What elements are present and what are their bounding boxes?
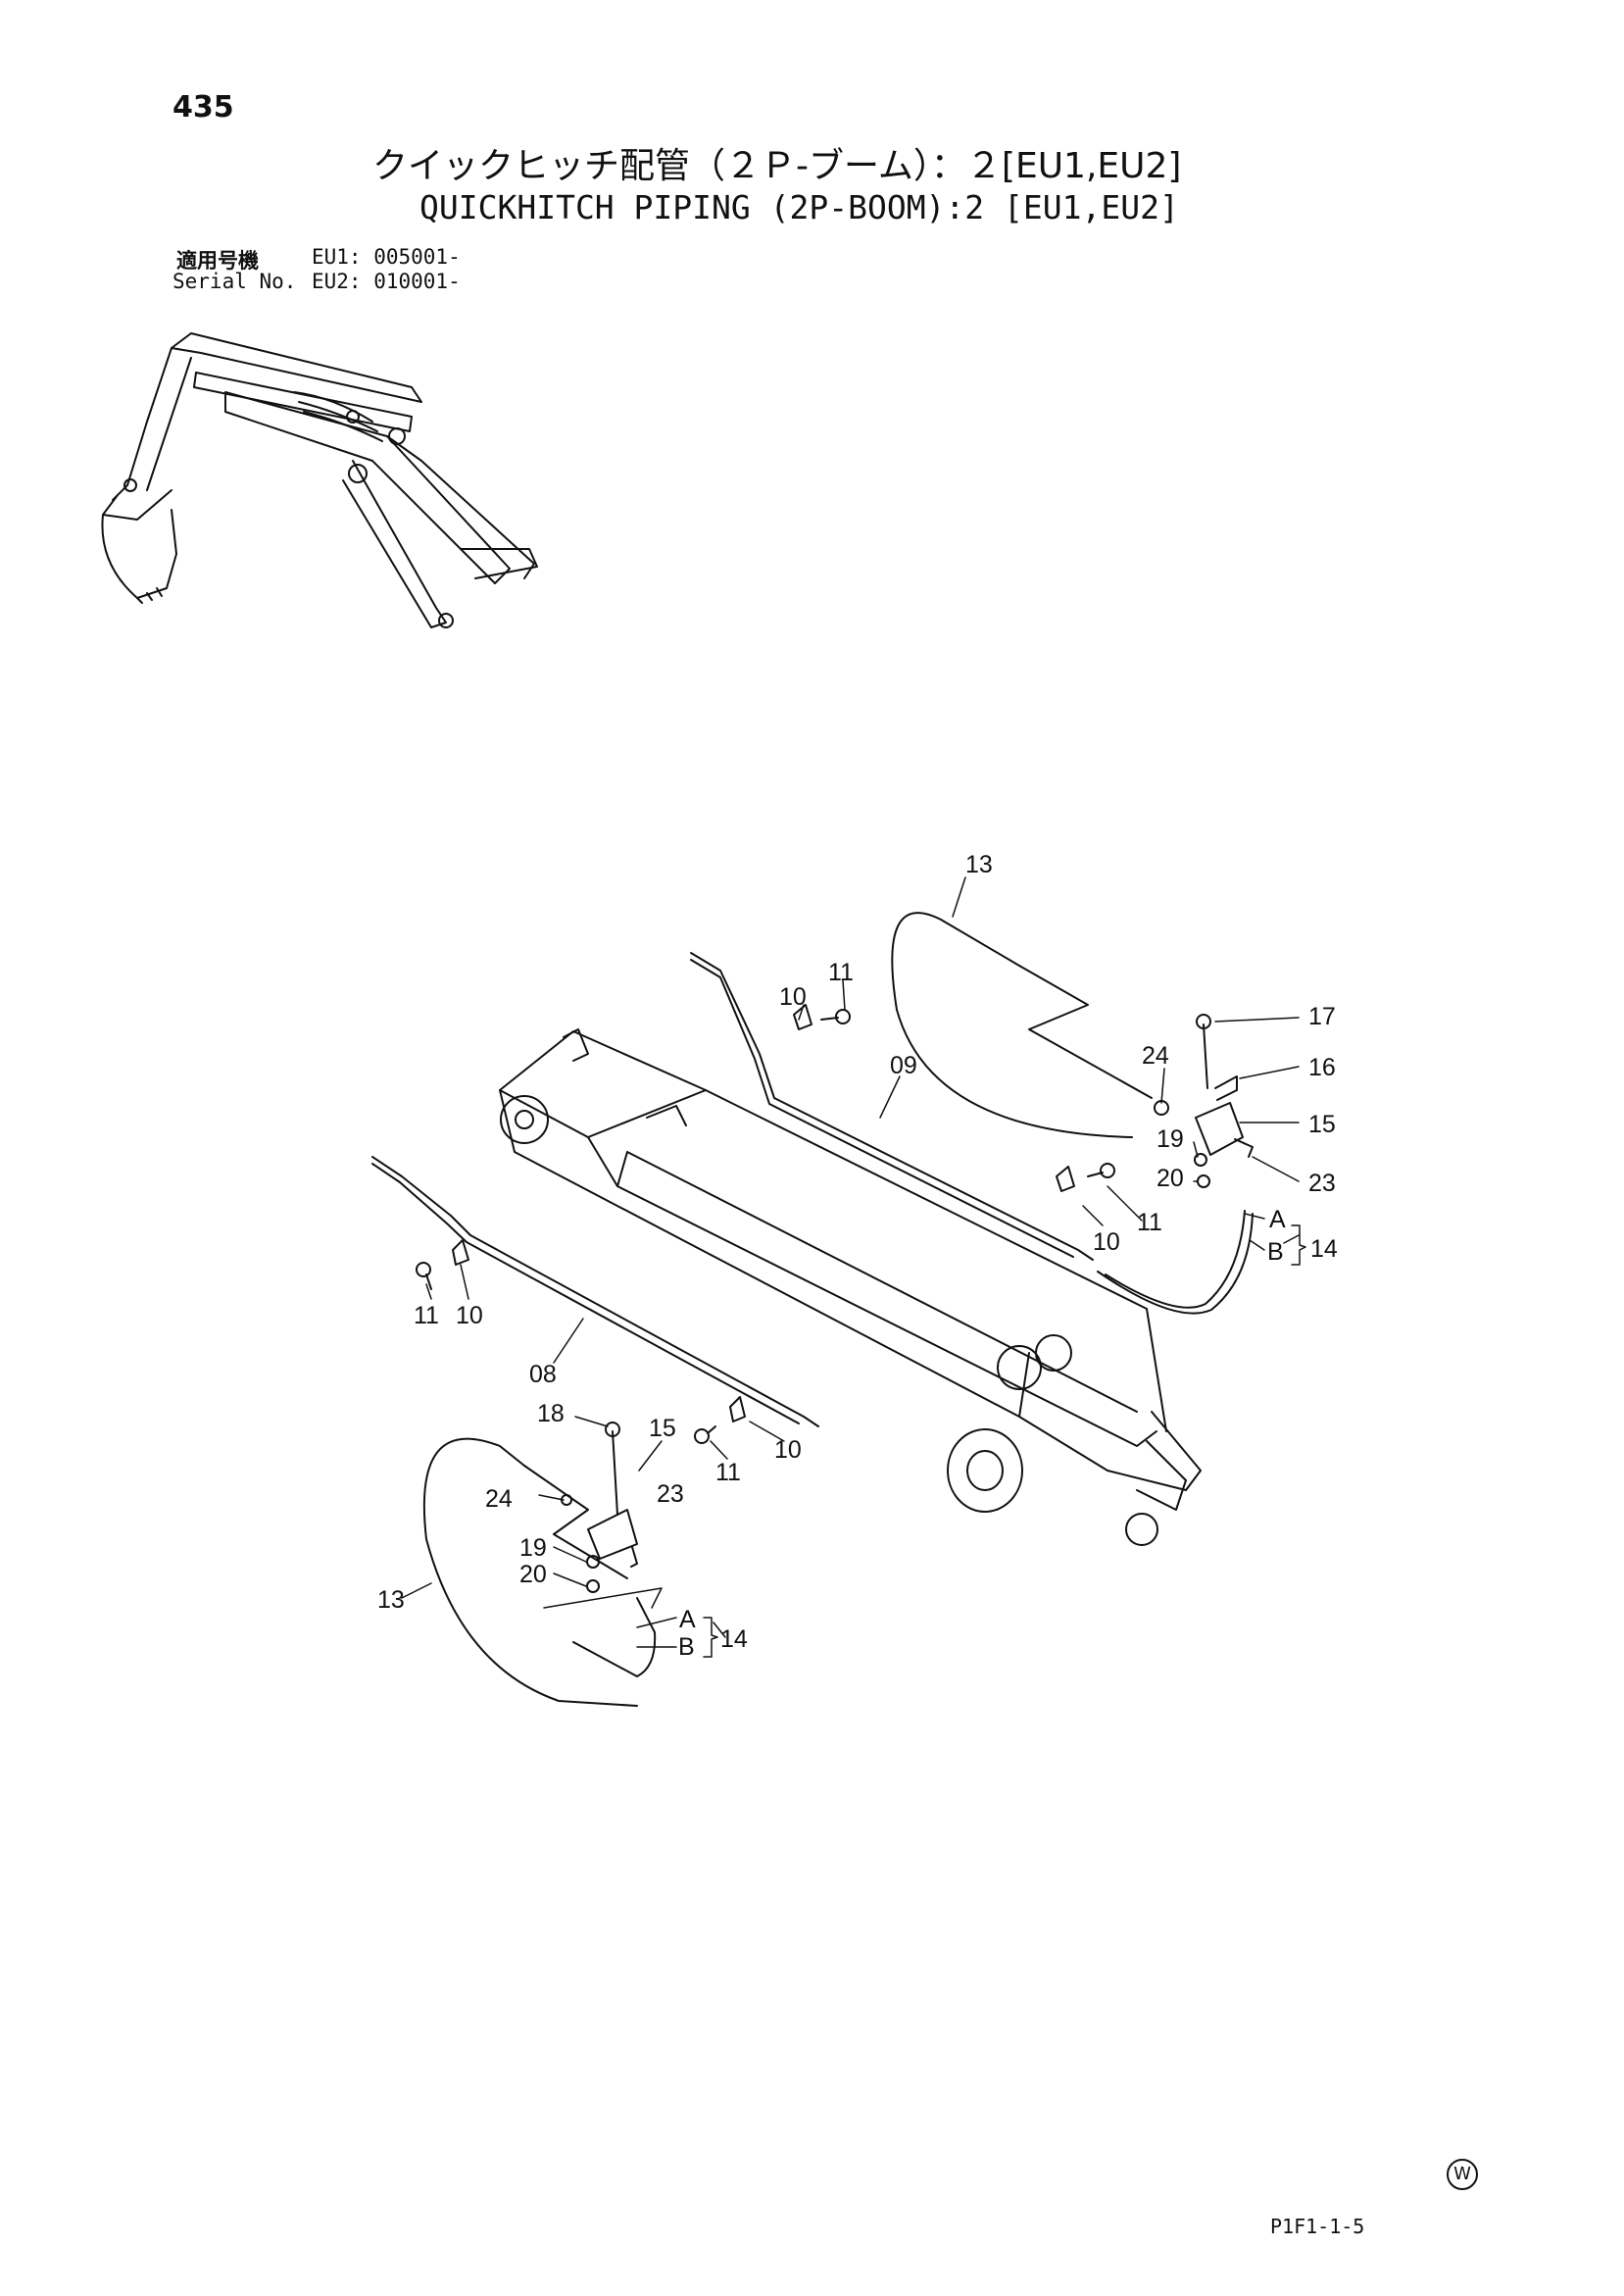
- page-number: 435: [172, 90, 234, 125]
- callout-B-upper: B: [1267, 1238, 1284, 1266]
- serial-label-japanese: 適用号機: [176, 249, 259, 273]
- callout-10a: 10: [779, 983, 807, 1011]
- document-code: P1F1-1-5: [1270, 2215, 1365, 2238]
- valve-block-lower: [561, 1422, 638, 1593]
- serial-eu1: EU1: 005001-: [312, 245, 461, 269]
- callout-19a: 19: [1156, 1125, 1184, 1153]
- callout-17: 17: [1308, 1003, 1336, 1030]
- callout-11a: 11: [828, 959, 854, 986]
- valve-block-upper: [1154, 1014, 1254, 1188]
- title-english: QUICKHITCH PIPING (2P-BOOM):2 [EU1,EU2]: [419, 188, 1179, 226]
- leader-lines: [401, 876, 1300, 1648]
- callout-13b: 13: [377, 1586, 405, 1614]
- callout-11b: 11: [1137, 1209, 1162, 1236]
- callout-14b: 14: [720, 1625, 748, 1653]
- clamps: [416, 1004, 1115, 1444]
- callout-10b: 10: [1093, 1228, 1120, 1256]
- callout-A-lower: A: [679, 1606, 696, 1633]
- callout-15a: 15: [1308, 1111, 1336, 1138]
- callout-14a: 14: [1310, 1235, 1338, 1263]
- title-japanese: クイックヒッチ配管（２Ｐ-ブーム）：２[EU1,EU2]: [372, 146, 1182, 186]
- maker-mark: W: [1447, 2159, 1478, 2190]
- callout-11d: 11: [715, 1459, 741, 1486]
- callout-23b: 23: [657, 1480, 684, 1508]
- callout-16: 16: [1308, 1054, 1336, 1081]
- hose-13-lower: [422, 1437, 638, 1707]
- pipe-08: [371, 1156, 819, 1427]
- callout-B-lower: B: [678, 1633, 695, 1661]
- callout-10d: 10: [774, 1436, 802, 1464]
- callout-A-upper: A: [1269, 1206, 1286, 1233]
- callout-20b: 20: [519, 1561, 547, 1588]
- callout-15b: 15: [649, 1415, 676, 1442]
- callout-19b: 19: [519, 1534, 547, 1562]
- callout-18: 18: [537, 1400, 565, 1427]
- hose-14-upper: [1105, 1210, 1246, 1309]
- callout-13a: 13: [965, 851, 993, 878]
- serial-label-english: Serial No.: [172, 270, 297, 293]
- callout-10c: 10: [456, 1302, 483, 1329]
- callout-20a: 20: [1156, 1165, 1184, 1192]
- callouts: 13 11 10 09 24 17 16 15 19 20 23 11 10 A…: [377, 851, 1338, 1661]
- callout-24b: 24: [485, 1485, 513, 1513]
- hose-14-lower: [572, 1597, 657, 1677]
- pipe-09: [690, 952, 1094, 1261]
- serial-eu2: EU2: 010001-: [312, 270, 461, 293]
- boom: [499, 1028, 1202, 1546]
- overview-thumbnail: [101, 332, 538, 628]
- hose-13-upper: [891, 912, 1133, 1138]
- callout-11c: 11: [414, 1302, 439, 1329]
- callout-09: 09: [890, 1052, 917, 1079]
- callout-23a: 23: [1308, 1170, 1336, 1197]
- callout-24a: 24: [1142, 1042, 1169, 1070]
- callout-08: 08: [529, 1361, 557, 1388]
